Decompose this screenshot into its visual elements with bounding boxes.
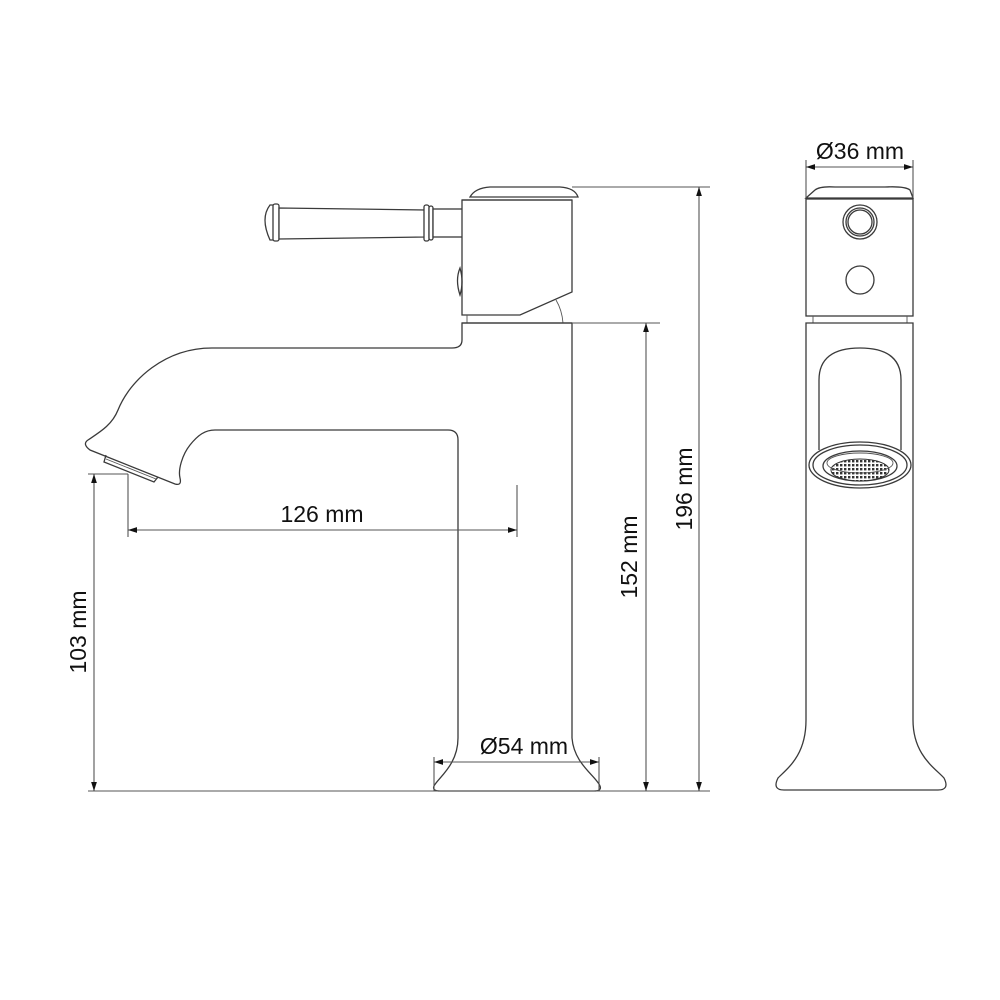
dimension-lines-side: 126 mm 103 mm 152 mm 196 mm Ø54 mm <box>65 186 710 792</box>
front-head <box>805 198 914 317</box>
front-view <box>775 186 947 791</box>
tap-body-outline <box>84 322 602 792</box>
dimension-lines-front: Ø36 mm <box>805 138 914 198</box>
dim-total-height-label: 196 mm <box>671 447 697 530</box>
dim-spout-height-label: 103 mm <box>65 590 91 673</box>
aerator-front <box>808 441 912 489</box>
aerator-side <box>103 454 159 483</box>
lever-handle[interactable] <box>264 203 464 242</box>
dim-spout-reach-label: 126 mm <box>280 501 363 527</box>
front-body <box>775 322 947 791</box>
dim-body-height-label: 152 mm <box>616 515 642 598</box>
dim-base-diameter-label: Ø54 mm <box>480 733 568 759</box>
side-view <box>84 186 602 792</box>
dim-head-diameter-label: Ø36 mm <box>816 138 904 164</box>
mixer-head <box>456 186 579 324</box>
